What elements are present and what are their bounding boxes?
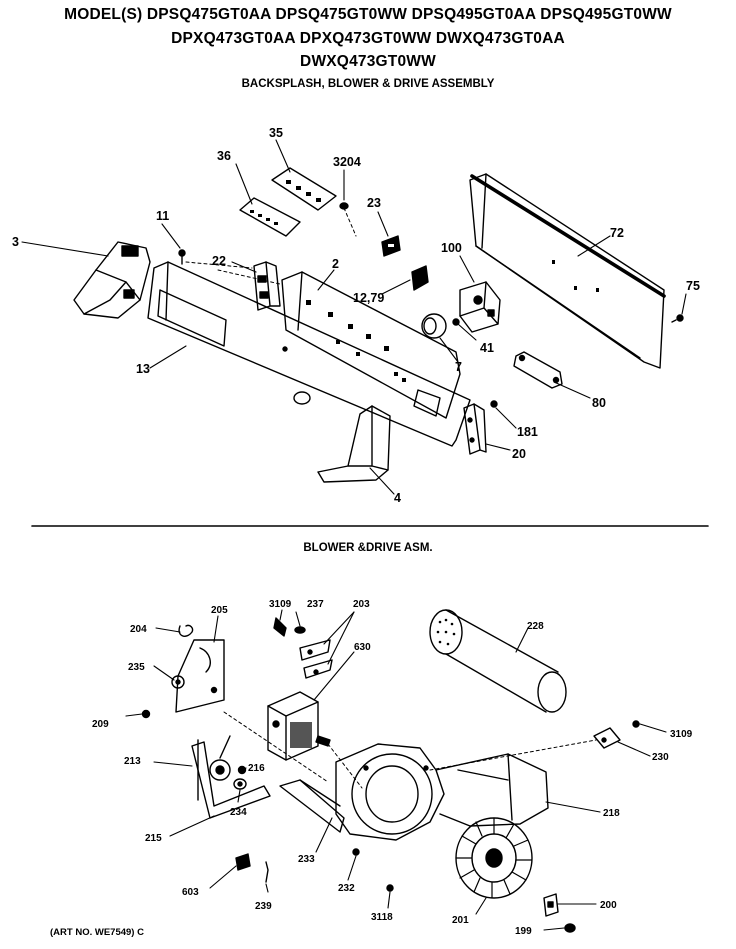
models-line-2: DPXQ473GT0AA DPXQ473GT0WW DWXQ473GT0AA <box>171 30 565 47</box>
clip-603-part <box>235 853 251 871</box>
callout-218: 218 <box>603 808 620 819</box>
end-bracket-20-part <box>463 403 487 455</box>
callout-237: 237 <box>307 599 324 610</box>
end-cap-left-part <box>73 241 151 319</box>
blower-wheel-201-part <box>455 817 533 899</box>
callout-41: 41 <box>480 341 494 355</box>
knob-7-part <box>421 313 447 339</box>
pulley-234-part <box>233 778 247 790</box>
screw-232-part <box>352 848 360 856</box>
control-panel-13-part <box>147 261 471 447</box>
washer-216-part <box>237 765 247 775</box>
assembly-title: BACKSPLASH, BLOWER & DRIVE ASSEMBLY <box>241 78 495 90</box>
callout-230: 230 <box>652 752 669 763</box>
callout-630: 630 <box>354 642 371 653</box>
callout-216: 216 <box>248 763 265 774</box>
callout-215: 215 <box>145 833 162 844</box>
idler-213-part <box>191 735 271 819</box>
roller-235-part <box>171 675 185 689</box>
callout-36: 36 <box>217 149 231 163</box>
callout-228: 228 <box>527 621 544 632</box>
duct-233-part <box>279 779 345 833</box>
nut-209-part <box>141 709 151 719</box>
callout-20: 20 <box>512 447 526 461</box>
blower-section-title: BLOWER &DRIVE ASM. <box>303 542 433 554</box>
screw-239-part <box>265 861 269 883</box>
overlay-36-part <box>239 197 301 237</box>
screw-3118-part <box>386 884 394 892</box>
callout-13: 13 <box>136 362 150 376</box>
bracket-203-part <box>299 639 333 679</box>
callout-72: 72 <box>610 226 624 240</box>
bracket-80-part <box>513 351 563 389</box>
rear-panel-72-part <box>469 173 666 369</box>
callout-233: 233 <box>298 854 315 865</box>
spring-41-part <box>452 318 460 326</box>
callout-232: 232 <box>338 883 355 894</box>
callout-11: 11 <box>156 209 169 223</box>
screw-3109-right-part <box>632 720 640 728</box>
art-number: (ART NO. WE7549) C <box>50 927 144 938</box>
callout-7: 7 <box>455 360 462 374</box>
bracket-12-79-part <box>411 265 429 291</box>
motor-630-part <box>267 691 331 761</box>
callout-22: 22 <box>212 254 226 268</box>
models-line-3: DWXQ473GT0WW <box>300 53 436 70</box>
callout-80: 80 <box>592 396 606 410</box>
callout-235: 235 <box>128 662 145 673</box>
callout-3109-a: 3109 <box>269 599 292 610</box>
timer-100-part <box>459 281 501 333</box>
callout-209: 209 <box>92 719 109 730</box>
callout-3204: 3204 <box>333 155 361 169</box>
screw-199-part <box>564 923 576 933</box>
callout-239: 239 <box>255 901 272 912</box>
callout-12-79: 12,79 <box>353 291 384 305</box>
callout-2: 2 <box>332 257 339 271</box>
clip-23-part <box>381 235 401 257</box>
callout-603: 603 <box>182 887 199 898</box>
clip-204-part <box>178 624 194 637</box>
callout-75: 75 <box>686 279 700 293</box>
screw-3109-top-part <box>273 617 287 637</box>
bracket-230-part <box>593 727 621 749</box>
callout-3: 3 <box>12 235 19 249</box>
drum-228-part <box>429 609 567 713</box>
callout-3109-b: 3109 <box>670 729 693 740</box>
screw-181-part <box>490 400 498 408</box>
screw-75-part <box>671 314 684 323</box>
callout-199: 199 <box>515 926 532 937</box>
frame-2-part <box>281 271 461 419</box>
callout-23: 23 <box>367 196 381 210</box>
callout-181: 181 <box>517 425 538 439</box>
callout-100: 100 <box>441 241 462 255</box>
end-cap-right-part <box>317 405 391 483</box>
callout-201: 201 <box>452 915 469 926</box>
callout-234: 234 <box>230 807 247 818</box>
callout-205: 205 <box>211 605 228 616</box>
bracket-200-part <box>543 893 559 917</box>
screw-11-part <box>178 249 186 265</box>
bracket-205-part <box>175 639 225 713</box>
callout-200: 200 <box>600 900 617 911</box>
callout-4: 4 <box>394 491 401 505</box>
clip-237-part <box>294 626 306 634</box>
callout-213: 213 <box>124 756 141 767</box>
callout-35: 35 <box>269 126 283 140</box>
callout-204: 204 <box>130 624 147 635</box>
models-line-1: MODEL(S) DPSQ475GT0AA DPSQ475GT0WW DPSQ4… <box>64 6 672 23</box>
callout-203: 203 <box>353 599 370 610</box>
overlay-35-part <box>271 167 337 211</box>
switch-22-part <box>253 261 281 311</box>
callout-3118: 3118 <box>371 912 393 923</box>
